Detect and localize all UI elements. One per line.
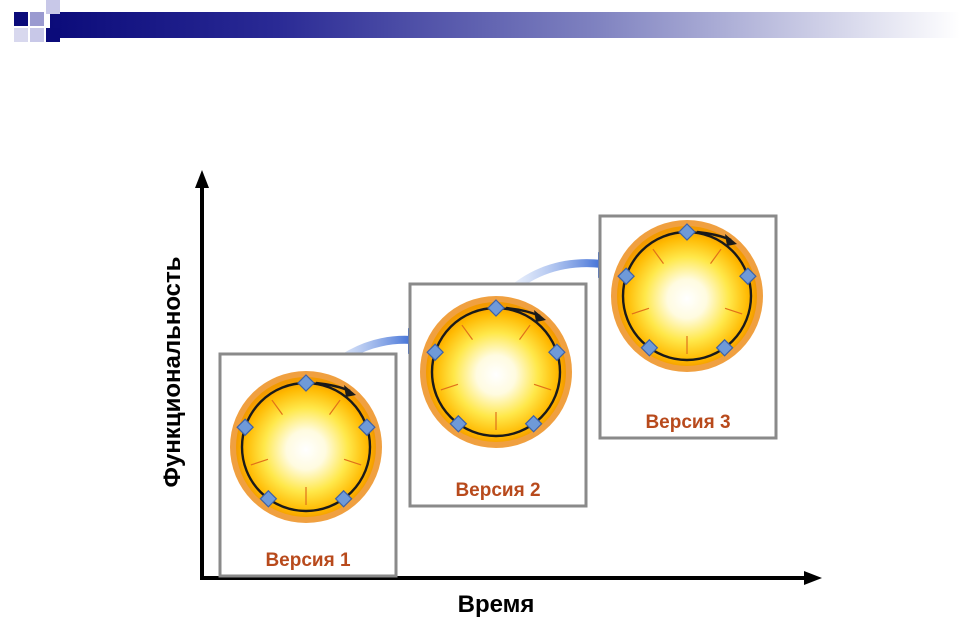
y-axis-label: Функциональность bbox=[159, 256, 186, 487]
cycle-arrowhead bbox=[725, 234, 737, 246]
orb-spoke bbox=[461, 324, 473, 340]
decorative-square bbox=[30, 28, 44, 42]
cycle-node bbox=[236, 418, 254, 437]
decorative-square bbox=[14, 28, 28, 42]
cycle-node bbox=[259, 489, 278, 508]
x-axis-arrowhead bbox=[804, 571, 822, 585]
cycle-node bbox=[548, 343, 566, 362]
decorative-square bbox=[14, 12, 28, 26]
cycle-node bbox=[358, 418, 376, 437]
cycle-arrowhead bbox=[344, 385, 356, 397]
x-axis-label: Время bbox=[458, 591, 535, 618]
cycle-node bbox=[715, 338, 734, 357]
version-label: Версия 2 bbox=[455, 480, 540, 501]
cycle-node bbox=[297, 374, 315, 392]
orb-spoke bbox=[250, 458, 269, 466]
cycle-node bbox=[487, 299, 505, 317]
orb-spoke bbox=[519, 324, 531, 340]
cycle-node bbox=[640, 338, 659, 357]
orb-spoke bbox=[329, 399, 341, 415]
orb-spoke bbox=[652, 248, 664, 264]
orb-spoke bbox=[724, 307, 743, 315]
orb-spoke bbox=[343, 458, 362, 466]
cycle-node bbox=[334, 489, 353, 508]
cycle-node bbox=[617, 267, 635, 286]
version-2: Версия 2 bbox=[408, 282, 588, 508]
cycle-arrowhead bbox=[534, 310, 546, 322]
y-axis-arrowhead bbox=[195, 170, 209, 188]
orb-core bbox=[236, 377, 376, 517]
decorative-square bbox=[30, 12, 44, 26]
decorative-square bbox=[46, 0, 60, 14]
orb-spoke bbox=[710, 248, 722, 264]
cycle-node bbox=[426, 343, 444, 362]
cycle-node bbox=[678, 223, 696, 241]
version-label: Версия 3 bbox=[645, 412, 730, 433]
cycle-node bbox=[524, 414, 543, 433]
cycle-node bbox=[739, 267, 757, 286]
decorative-square bbox=[46, 28, 60, 42]
orb-spoke bbox=[631, 307, 650, 315]
orb-spoke bbox=[271, 399, 283, 415]
version-1: Версия 1 bbox=[218, 352, 398, 578]
orb-spoke bbox=[440, 383, 459, 391]
orb-core bbox=[617, 226, 757, 366]
header-gradient-bar bbox=[50, 12, 960, 38]
version-3: Версия 3 bbox=[598, 214, 778, 440]
cycle-node bbox=[449, 414, 468, 433]
orb-core bbox=[426, 302, 566, 442]
orb-spoke bbox=[533, 383, 552, 391]
version-label: Версия 1 bbox=[265, 550, 351, 571]
